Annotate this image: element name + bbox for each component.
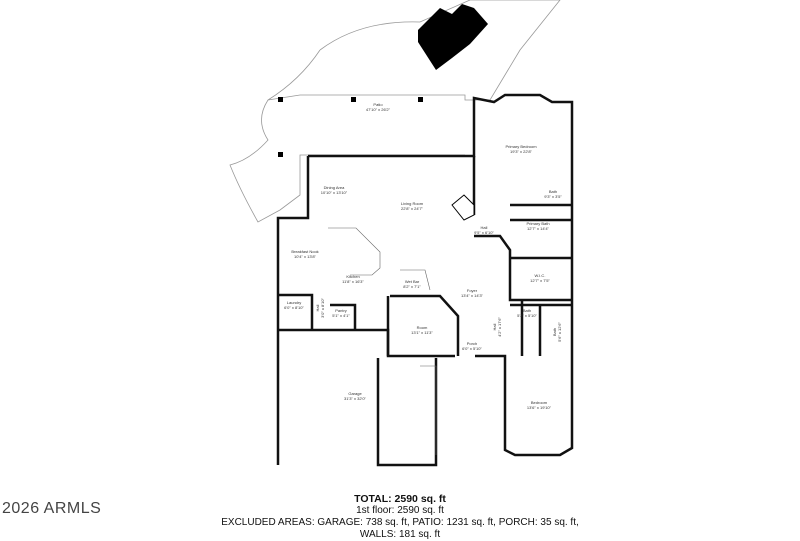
room-dims: 10'4" x 13'8": [294, 254, 316, 259]
room-dims: 47'10" x 26'2": [365, 107, 391, 112]
room-name: Hall: [480, 225, 488, 230]
room-name: Dining Area: [323, 185, 345, 190]
room-dims: 6'0" x 5'10": [462, 346, 482, 351]
room-name: Patio: [373, 102, 383, 107]
room-dims: 9'5" x 6'10": [474, 230, 494, 235]
room-name: Living Room: [400, 201, 424, 206]
room-dims: 13'4" x 14'3": [461, 293, 483, 298]
room-name: Primary Bath: [526, 221, 550, 226]
room-name: Bath: [548, 189, 558, 194]
room-dims: 4'2" x 17'6": [497, 317, 502, 337]
room-name: Breakfast Nook: [291, 249, 319, 254]
room-dims: 5'2" x 5'10": [517, 313, 537, 318]
total-area: TOTAL: 2590 sq. ft: [354, 493, 446, 505]
room-dims: 22'8" x 24'7": [401, 206, 423, 211]
room-name: Foyer: [466, 288, 478, 293]
patio-posts: [278, 97, 423, 157]
room-name: W.I.C.: [534, 273, 546, 278]
room-dims: 9'3" x 3'5": [544, 194, 562, 199]
walls-area: WALLS: 181 sq. ft: [359, 529, 441, 540]
watermark: 2026 ARMLS: [2, 500, 102, 517]
room-dims: 11'8" x 16'3": [342, 279, 364, 284]
room-name: Primary Bedroom: [505, 144, 537, 149]
room-dims: 13'6" x 19'10": [526, 405, 552, 410]
room-name: Laundry: [286, 300, 302, 305]
room-dims: 3'0" x 8'10": [320, 298, 325, 318]
room-dims: 5'6" x 12'6": [557, 322, 562, 342]
patio-edge: [267, 49, 321, 101]
excluded-areas: EXCLUDED AREAS: GARAGE: 738 sq. ft, PATI…: [221, 517, 579, 528]
room-dims: 8'2" x 7'1": [403, 284, 421, 289]
room-label-wic: W.I.C.12'7" x 7'5": [530, 273, 550, 283]
room-dims: 12'7" x 14'4": [527, 226, 549, 231]
room-name: Wet Bar: [404, 279, 420, 284]
room-name: Garage: [348, 391, 362, 396]
room-name: Porch: [466, 341, 478, 346]
room-dims: 5'1" x 4'1": [332, 313, 350, 318]
area-summary: TOTAL: 2590 sq. ft 1st floor: 2590 sq. f…: [221, 493, 579, 541]
fireplace: [451, 194, 475, 221]
room-dims: 12'7" x 7'5": [530, 278, 550, 283]
room-name: Kitchen: [346, 274, 360, 279]
interior-lines: [328, 227, 437, 455]
floor-area: 1st floor: 2590 sq. ft: [356, 505, 444, 516]
room-dims: 19'3" x 22'8": [510, 149, 532, 154]
room-name: Room: [416, 325, 428, 330]
room-dims: 13'1" x 11'3": [411, 330, 433, 335]
room-name: Bath: [522, 308, 532, 313]
room-dims: 10'10" x 13'10": [320, 190, 348, 195]
room-dims: 31'3" x 32'0": [344, 396, 366, 401]
hot-tub-shape: [418, 4, 488, 70]
room-dims: 6'0" x 8'10": [284, 305, 304, 310]
room-name: Pantry: [335, 308, 347, 313]
walls: [276, 93, 574, 467]
room-name: Bedroom: [530, 400, 548, 405]
patio-outline: [229, 0, 561, 223]
